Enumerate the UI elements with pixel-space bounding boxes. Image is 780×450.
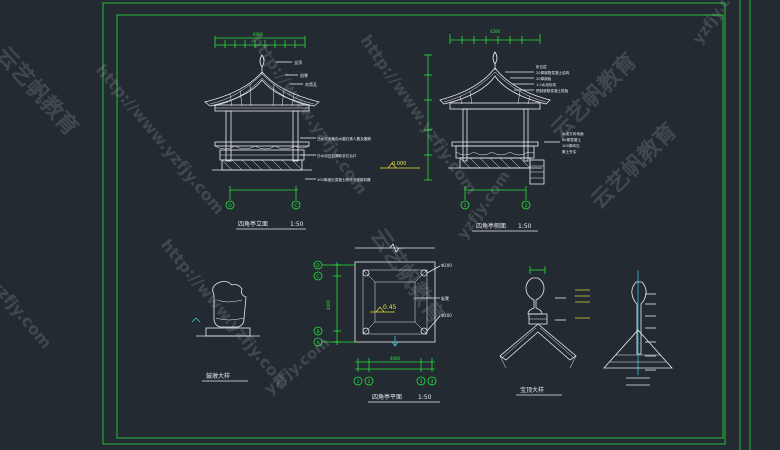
svg-text:板凳: 板凳 bbox=[441, 295, 449, 301]
axis-marker-c bbox=[291, 200, 301, 210]
front-elevation: 6900 宝顶 戗脊 灰筒瓦 白水泥 bbox=[204, 32, 371, 230]
watermark-brand-2: 云艺帆教育 bbox=[546, 48, 642, 144]
svg-text:Φ200: Φ200 bbox=[441, 313, 452, 318]
front-elevation-title: 四角亭立面 bbox=[238, 220, 268, 228]
svg-text:60厚混凝土: 60厚混凝土 bbox=[562, 137, 581, 142]
watermark-url-1: http://www.yzfjy.com bbox=[92, 60, 229, 218]
svg-text:2: 2 bbox=[525, 203, 528, 209]
note-platform: 白水泥白石屑砂浆石台口 bbox=[317, 153, 357, 158]
watermark-url-6: yzfjy.com bbox=[0, 275, 56, 352]
plan-scale: 1:50 bbox=[418, 394, 432, 401]
drum-stone-detail: 鼓墩大样 bbox=[191, 281, 260, 382]
svg-text:预制钢筋混凝土檐板: 预制钢筋混凝土檐板 bbox=[536, 88, 569, 93]
axis-marker-2 bbox=[521, 200, 531, 210]
watermark-brand-3: 云艺帆教育 bbox=[586, 118, 682, 214]
svg-text:水泥方砖地面: 水泥方砖地面 bbox=[562, 131, 584, 136]
svg-text:素土夯实: 素土夯实 bbox=[562, 149, 577, 154]
svg-text:100厚碎石: 100厚碎石 bbox=[562, 143, 580, 148]
svg-text:20厚钢板: 20厚钢板 bbox=[536, 76, 552, 81]
svg-text:20厚钢筋混凝土结构: 20厚钢筋混凝土结构 bbox=[536, 70, 570, 75]
svg-text:C: C bbox=[316, 274, 319, 280]
plan-title: 四角亭平面 bbox=[372, 393, 402, 401]
svg-text:3: 3 bbox=[420, 379, 423, 385]
svg-text:D: D bbox=[228, 203, 232, 209]
side-elevation-title: 四角亭侧面 bbox=[476, 222, 506, 230]
svg-text:B: B bbox=[316, 329, 319, 335]
svg-text:4: 4 bbox=[431, 379, 434, 385]
column-sw bbox=[362, 327, 370, 335]
svg-text:1: 1 bbox=[357, 379, 360, 385]
front-elevation-scale: 1:50 bbox=[290, 221, 304, 228]
svg-text:C: C bbox=[294, 203, 297, 209]
sheet-border-outer bbox=[102, 2, 726, 445]
roof-top-detail: 宝顶大样 bbox=[499, 266, 673, 396]
watermark-layer: http://www.yzfjy.com 云艺帆教育 http://www.yz… bbox=[0, 0, 749, 398]
plan-view: Φ200 板凳 Φ200 0.45 4000 D C B A 4000 bbox=[313, 243, 452, 403]
svg-text:D: D bbox=[316, 263, 320, 269]
svg-text:2: 2 bbox=[368, 379, 371, 385]
label-finial: 宝顶 bbox=[294, 59, 302, 65]
svg-text:A: A bbox=[316, 340, 320, 346]
svg-text:4000: 4000 bbox=[326, 299, 331, 310]
roof-top-title: 宝顶大样 bbox=[520, 386, 544, 394]
svg-text:卧瓦层: 卧瓦层 bbox=[536, 64, 547, 69]
side-elevation-scale: 1:50 bbox=[518, 223, 532, 230]
drum-stone-title: 鼓墩大样 bbox=[206, 372, 230, 380]
plan-level: 0.45 bbox=[383, 304, 397, 311]
svg-text:4000: 4000 bbox=[390, 356, 401, 361]
side-elevation: 4200 卧瓦层 20厚钢 bbox=[424, 29, 584, 232]
svg-text:Φ200: Φ200 bbox=[441, 263, 452, 268]
watermark-url-3: http://www.yzfjy.com bbox=[357, 31, 482, 198]
svg-text:1:2水泥砂浆: 1:2水泥砂浆 bbox=[536, 82, 557, 87]
watermark-brand-1: 云艺帆教育 bbox=[0, 42, 83, 141]
svg-text:1: 1 bbox=[464, 203, 467, 209]
watermark-brand-4: 云艺帆教育 bbox=[365, 224, 449, 329]
axis-marker-1 bbox=[460, 200, 470, 210]
front-top-dimension: 6900 bbox=[253, 32, 264, 37]
label-tile: 灰筒瓦 bbox=[305, 81, 317, 87]
note-foundation: 200厚细石混凝土砌块不锈钢扣螺 bbox=[317, 177, 371, 182]
column-nw bbox=[362, 269, 370, 277]
label-ridge: 戗脊 bbox=[300, 72, 308, 78]
watermark-url-2: http://www.yzfjy.com bbox=[247, 31, 372, 198]
note-bench: 白水泥夹黄色水磨石美人靠及靠随 bbox=[317, 136, 371, 141]
axis-marker-d bbox=[225, 200, 235, 210]
sheet-border-inner bbox=[116, 14, 724, 439]
svg-text:4200: 4200 bbox=[490, 29, 501, 34]
level-value: 0.000 bbox=[392, 161, 406, 167]
level-mark: 0.000 bbox=[380, 161, 420, 169]
watermark-url-5: http://www.yzfjy.com bbox=[157, 235, 294, 393]
